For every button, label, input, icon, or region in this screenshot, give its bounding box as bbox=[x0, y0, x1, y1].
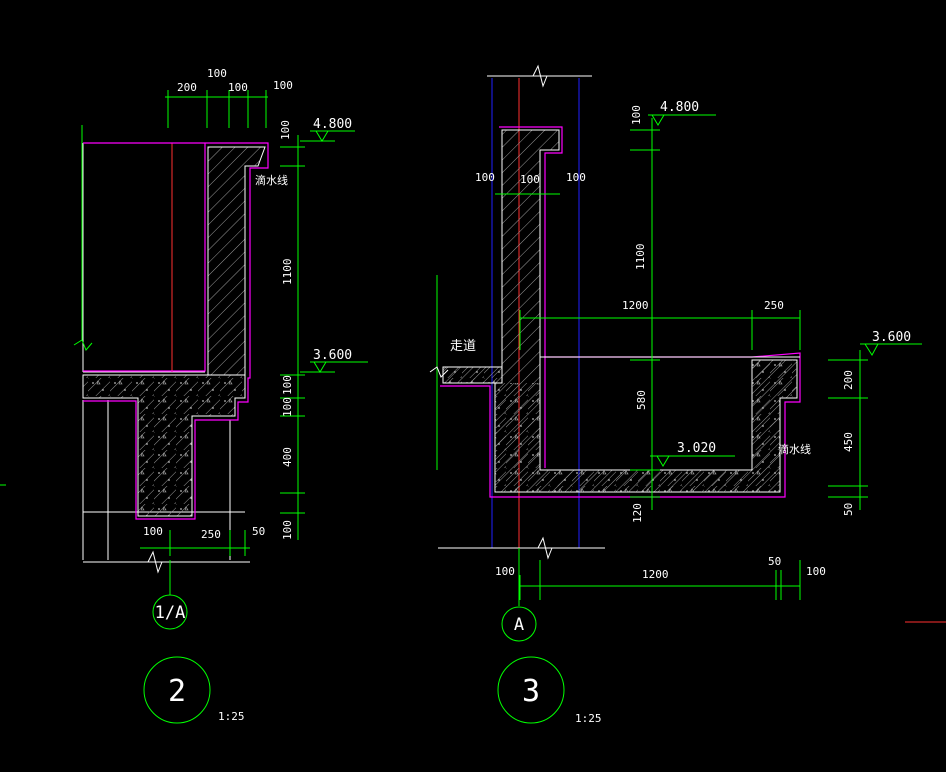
detail3-level-inner: 3.020 bbox=[677, 441, 716, 456]
detail3-dim-top-100b: 100 bbox=[520, 173, 540, 186]
detail3-vdim-450: 450 bbox=[842, 432, 855, 452]
detail3-vdim-50: 50 bbox=[842, 503, 855, 516]
detail2-vdim-100b: 100 bbox=[281, 375, 294, 395]
detail3-level-right: 3.600 bbox=[872, 330, 911, 345]
detail3-far-right-ticks bbox=[828, 359, 868, 498]
detail2-scale: 1:25 bbox=[218, 710, 245, 723]
detail3-axis-label: A bbox=[514, 615, 524, 635]
detail2-dim-b250: 250 bbox=[201, 528, 221, 541]
detail2-slab-section bbox=[82, 374, 246, 517]
detail3-finish-outline bbox=[440, 126, 801, 498]
detail3-dim-1200-top: 1200 bbox=[622, 299, 649, 312]
detail2-dim-100b: 100 bbox=[228, 81, 248, 94]
detail2-level-top: 4.800 bbox=[313, 117, 352, 132]
detail2-frame-outline bbox=[82, 142, 205, 373]
detail3-vdim-1100: 1100 bbox=[634, 244, 647, 271]
detail3-left-break bbox=[429, 366, 449, 378]
detail2-dim-100a: 100 bbox=[207, 67, 227, 80]
detail3-vdim-100: 100 bbox=[630, 105, 643, 125]
detail2-dim-b50: 50 bbox=[252, 525, 265, 538]
detail2-finish-outline bbox=[83, 142, 269, 520]
detail3-level-top-mark bbox=[648, 114, 716, 126]
detail3-scale: 1:25 bbox=[575, 712, 602, 725]
detail3-axis-bubble bbox=[501, 606, 537, 642]
detail3-vdim-120: 120 bbox=[631, 503, 644, 523]
detail3-dim-250: 250 bbox=[764, 299, 784, 312]
detail2-vdim-100c: 100 bbox=[281, 397, 294, 417]
detail2-vdim-100a: 100 bbox=[279, 120, 292, 140]
detail2-axis-bubble bbox=[152, 594, 188, 630]
detail2-vdim-100d: 100 bbox=[281, 520, 294, 540]
detail2-dim-bottom-ticks bbox=[169, 530, 246, 556]
detail2-dim-b100: 100 bbox=[143, 525, 163, 538]
detail2-number: 2 bbox=[168, 674, 186, 709]
detail2-level-top-mark bbox=[300, 130, 355, 142]
detail2-dim-200: 200 bbox=[177, 81, 197, 94]
detail2-break-symbol bbox=[73, 339, 93, 351]
detail-3: 100 1100 580 120 4.800 100 100 100 1200 … bbox=[429, 64, 922, 725]
detail3-level-top: 4.800 bbox=[660, 100, 699, 115]
detail3-corridor-label: 走道 bbox=[450, 339, 476, 354]
detail2-number-circle bbox=[143, 656, 211, 724]
detail3-dim-top-100c: 100 bbox=[566, 171, 586, 184]
detail3-level-inner-mark bbox=[650, 455, 735, 467]
detail2-dim-vertical-ticks bbox=[280, 146, 305, 514]
detail3-number-circle bbox=[497, 656, 565, 724]
detail3-dim-b100a: 100 bbox=[495, 565, 515, 578]
detail3-vdim-200: 200 bbox=[842, 370, 855, 390]
detail3-dim-top-100a: 100 bbox=[475, 171, 495, 184]
detail3-dim-vertical-ticks bbox=[630, 129, 660, 498]
detail2-axis-break bbox=[147, 550, 163, 574]
detail3-right-curb bbox=[752, 360, 797, 470]
detail3-corridor-slab bbox=[442, 366, 503, 384]
detail3-number: 3 bbox=[522, 674, 540, 709]
detail3-dim-bottom-ticks bbox=[519, 560, 801, 600]
detail3-axis-break bbox=[537, 536, 553, 560]
detail2-vdim-400: 400 bbox=[281, 447, 294, 467]
detail2-drip-line-label: 滴水线 bbox=[255, 173, 288, 187]
detail3-top-break bbox=[532, 64, 548, 88]
detail2-axis-label: 1/A bbox=[155, 603, 186, 623]
detail3-dim-b50: 50 bbox=[768, 555, 781, 568]
detail2-level-mid-mark bbox=[300, 361, 368, 373]
detail3-dim-1200-ticks bbox=[519, 310, 801, 350]
detail2-vdim-1100: 1100 bbox=[281, 259, 294, 286]
detail2-dim-top-ticks bbox=[167, 90, 267, 128]
detail3-dim-b100b: 100 bbox=[806, 565, 826, 578]
detail2-dim-100c: 100 bbox=[273, 79, 293, 92]
detail3-dim-b1200: 1200 bbox=[642, 568, 669, 581]
detail2-level-mid: 3.600 bbox=[313, 348, 352, 363]
detail3-level-right-mark bbox=[860, 343, 922, 356]
detail3-drip-line-label: 滴水线 bbox=[778, 442, 811, 456]
detail-2: 200 100 100 100 100 1100 100 100 400 100… bbox=[73, 67, 368, 724]
detail3-vdim-580: 580 bbox=[635, 390, 648, 410]
